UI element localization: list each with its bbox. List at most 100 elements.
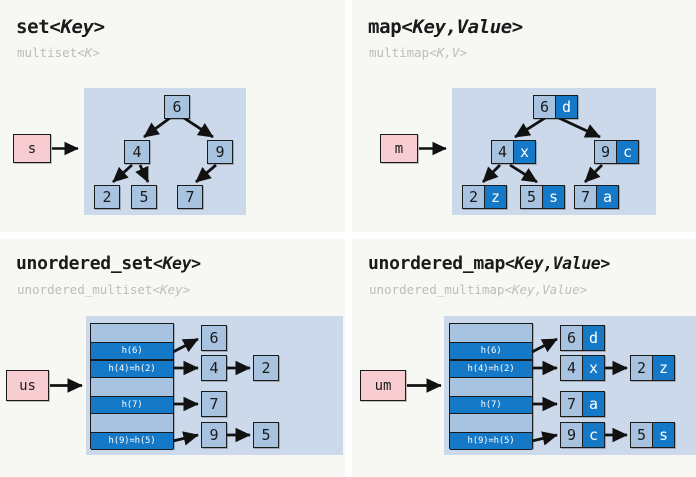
card-unordered-map-node-9[interactable]: 9 c (560, 422, 605, 448)
card-unordered-set-hash-table[interactable]: h(6) h(4)=h(2) h(7) h(9)=h(5) (90, 323, 174, 450)
card-map-node-6-key: 6 (534, 96, 555, 118)
card-unordered-map-subtitle-name: unordered_multimap (369, 282, 505, 297)
card-unordered-set-handle[interactable]: us (6, 370, 49, 401)
card-unordered-map-node-6-key: 6 (561, 326, 582, 350)
card-unordered-map-node-4-value: x (582, 356, 604, 380)
card-map-node-5[interactable]: 5 s (520, 185, 565, 209)
card-map-node-4-value: x (513, 141, 535, 163)
card-unordered-set-node-2[interactable]: 2 (253, 355, 279, 381)
card-map-title-name: map (368, 16, 402, 38)
hash-slot-h9-h5[interactable]: h(9)=h(5) (91, 432, 173, 450)
card-set-subtitle-type: <K> (77, 45, 100, 60)
card-map-node-4[interactable]: 4 x (491, 140, 536, 164)
card-unordered-set-title-name: unordered_set (16, 253, 153, 274)
card-unordered-set-title-type: <Key> (152, 254, 201, 273)
card-unordered-map-title: unordered_map<Key,Value> (368, 253, 610, 274)
card-set-node-9-key: 9 (208, 141, 232, 163)
card-unordered-map-title-name: unordered_map (368, 253, 505, 274)
hash-slot-empty-3[interactable] (91, 378, 173, 396)
card-map-node-6[interactable]: 6 d (533, 95, 578, 119)
card-unordered-set-node-6[interactable]: 6 (201, 325, 227, 351)
card-set-node-2[interactable]: 2 (94, 185, 120, 209)
card-map-handle[interactable]: m (380, 134, 418, 163)
card-set-node-7-key: 7 (178, 186, 202, 208)
card-map-node-5-value: s (542, 186, 564, 208)
card-map-node-7-value: a (596, 186, 618, 208)
card-unordered-map-node-4[interactable]: 4 x (560, 355, 605, 381)
card-set-handle-label: s (27, 140, 37, 157)
card-map-node-7-key: 7 (575, 186, 596, 208)
card-set-node-9[interactable]: 9 (207, 140, 233, 164)
hash-slot-empty-0[interactable] (450, 324, 532, 342)
hash-slot-h7[interactable]: h(7) (450, 396, 532, 414)
card-unordered-map-node-6-value: d (582, 326, 604, 350)
card-map-node-9[interactable]: 9 c (594, 140, 639, 164)
hash-slot-empty-3[interactable] (450, 378, 532, 396)
card-unordered-set-node-5-key: 5 (254, 423, 278, 447)
card-unordered-set-handle-label: us (19, 377, 36, 394)
card-map-subtitle: multimap<K,V> (369, 45, 467, 60)
card-unordered-set-subtitle-type: <Key> (152, 282, 191, 297)
card-unordered-map-handle[interactable]: um (360, 370, 406, 401)
card-unordered-map-node-9-value: c (582, 423, 604, 447)
card-unordered-map-node-5[interactable]: 5 s (630, 422, 675, 448)
card-unordered-map-handle-label: um (374, 377, 392, 394)
card-map-node-2-key: 2 (463, 186, 484, 208)
card-map-handle-label: m (394, 140, 404, 157)
card-unordered-map-node-6[interactable]: 6 d (560, 325, 605, 351)
card-set-node-4-key: 4 (125, 141, 149, 163)
card-unordered-map-node-5-key: 5 (631, 423, 652, 447)
card-map-subtitle-type: <K,V> (429, 45, 467, 60)
card-unordered-set-node-4-key: 4 (202, 356, 226, 380)
card-unordered-map-node-4-key: 4 (561, 356, 582, 380)
card-unordered-map-node-7-value: a (582, 392, 604, 416)
card-set-handle[interactable]: s (13, 134, 51, 163)
card-unordered-map-node-7-key: 7 (561, 392, 582, 416)
card-unordered-set-node-4[interactable]: 4 (201, 355, 227, 381)
card-set-node-5[interactable]: 5 (131, 185, 157, 209)
hash-slot-empty-5[interactable] (91, 414, 173, 432)
card-map-node-6-value: d (555, 96, 577, 118)
card-unordered-map: unordered_map<Key,Value> unordered_multi… (352, 239, 696, 477)
card-unordered-set-title: unordered_set<Key> (16, 253, 201, 274)
card-unordered-map-node-2[interactable]: 2 z (630, 355, 675, 381)
card-unordered-set-node-6-key: 6 (202, 326, 226, 350)
card-set-node-6[interactable]: 6 (164, 95, 190, 119)
card-map-subtitle-name: multimap (369, 45, 430, 60)
card-unordered-set-node-5[interactable]: 5 (253, 422, 279, 448)
card-unordered-map-title-type: <Key,Value> (504, 254, 610, 273)
card-set-subtitle: multiset<K> (17, 45, 100, 60)
card-set-node-7[interactable]: 7 (177, 185, 203, 209)
card-unordered-set-node-9[interactable]: 9 (201, 422, 227, 448)
card-unordered-map-node-2-value: z (652, 356, 674, 380)
card-set-title-type: <Key> (49, 16, 105, 38)
card-unordered-set-node-7[interactable]: 7 (201, 391, 227, 417)
hash-slot-h7[interactable]: h(7) (91, 396, 173, 414)
card-unordered-set-subtitle-name: unordered_multiset (17, 282, 153, 297)
card-map-node-7[interactable]: 7 a (574, 185, 619, 209)
hash-slot-h6[interactable]: h(6) (91, 342, 173, 360)
card-unordered-map-subtitle-type: <Key,Value> (504, 282, 588, 297)
hash-slot-empty-0[interactable] (91, 324, 173, 342)
card-map-title: map<Key,Value> (368, 16, 523, 38)
card-map-title-type: <Key,Value> (401, 16, 523, 38)
hash-slot-h9-h5[interactable]: h(9)=h(5) (450, 432, 532, 450)
hash-slot-h4-h2[interactable]: h(4)=h(2) (91, 360, 173, 378)
card-set-node-2-key: 2 (95, 186, 119, 208)
hash-slot-empty-5[interactable] (450, 414, 532, 432)
card-map-node-9-value: c (616, 141, 638, 163)
card-map-node-9-key: 9 (595, 141, 616, 163)
card-map-node-2-value: z (484, 186, 506, 208)
card-unordered-map-hash-table[interactable]: h(6) h(4)=h(2) h(7) h(9)=h(5) (449, 323, 533, 450)
card-map-node-2[interactable]: 2 z (462, 185, 507, 209)
card-set-title-name: set (16, 16, 50, 38)
card-set-node-5-key: 5 (132, 186, 156, 208)
card-unordered-set-node-9-key: 9 (202, 423, 226, 447)
card-set-node-4[interactable]: 4 (124, 140, 150, 164)
card-set-node-6-key: 6 (165, 96, 189, 118)
hash-slot-h4-h2[interactable]: h(4)=h(2) (450, 360, 532, 378)
card-unordered-map-node-5-value: s (652, 423, 674, 447)
card-unordered-map-node-7[interactable]: 7 a (560, 391, 605, 417)
hash-slot-h6[interactable]: h(6) (450, 342, 532, 360)
